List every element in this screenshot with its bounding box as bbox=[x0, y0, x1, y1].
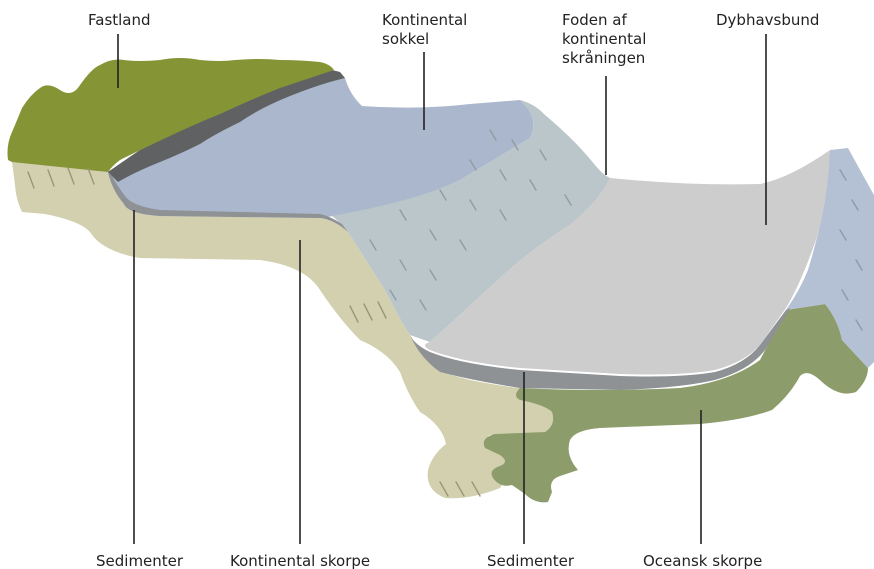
label-sedimenter-mid: Sedimenter bbox=[487, 552, 575, 569]
label-oceansk-skorpe: Oceansk skorpe bbox=[643, 552, 762, 569]
label-kontinental-sokkel: Kontinental sokkel bbox=[382, 11, 472, 48]
label-kontinental-skorpe: Kontinental skorpe bbox=[230, 552, 370, 569]
label-foden-af-kontinental-skraaningen: Foden af kontinental skråningen bbox=[562, 11, 651, 67]
label-fastland: Fastland bbox=[88, 11, 151, 29]
label-dybhavsbund: Dybhavsbund bbox=[716, 11, 819, 29]
label-sedimenter-left: Sedimenter bbox=[96, 552, 184, 569]
